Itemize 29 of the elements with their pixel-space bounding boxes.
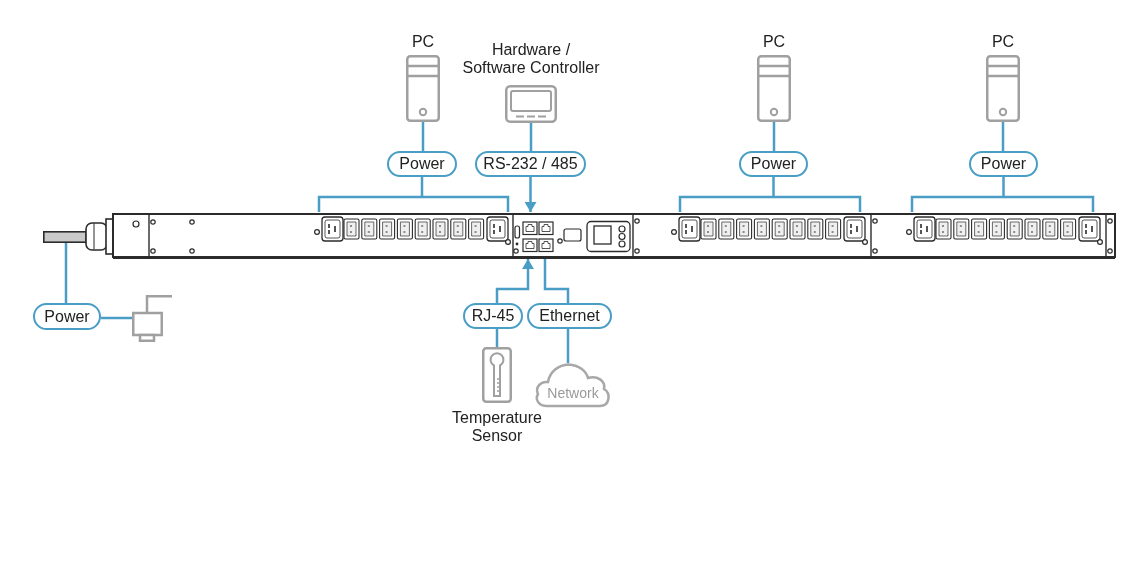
connector-line <box>529 123 533 151</box>
connector-line <box>566 329 570 363</box>
device-label: PC <box>411 33 435 51</box>
device-label: PC <box>762 33 786 51</box>
connection-label: Power <box>739 151 808 177</box>
connection-label: RJ-45 <box>463 303 523 329</box>
connector-line <box>772 122 776 151</box>
connection-label: Power <box>387 151 457 177</box>
connector-line <box>1001 122 1005 151</box>
power-plug-icon <box>132 295 173 342</box>
network-cloud: Network <box>534 363 612 408</box>
connector-line <box>64 243 68 303</box>
arrow <box>524 177 537 212</box>
connector-line <box>543 259 570 303</box>
connector-line <box>910 175 1095 214</box>
connector-line <box>421 122 425 151</box>
connection-label: Power <box>969 151 1038 177</box>
power-cord <box>43 231 87 243</box>
connector-line <box>101 316 132 320</box>
device-label: Hardware / Software Controller <box>461 41 601 77</box>
device-label: PC <box>991 33 1015 51</box>
connection-label: RS-232 / 485 <box>475 151 586 177</box>
connector-line <box>317 175 510 214</box>
device-label: Temperature Sensor <box>451 409 543 445</box>
connection-label: Power <box>33 303 101 330</box>
connector-line <box>678 175 862 214</box>
arrow <box>495 259 534 303</box>
power-distribution-unit <box>84 212 1118 259</box>
connection-label: Ethernet <box>527 303 612 329</box>
